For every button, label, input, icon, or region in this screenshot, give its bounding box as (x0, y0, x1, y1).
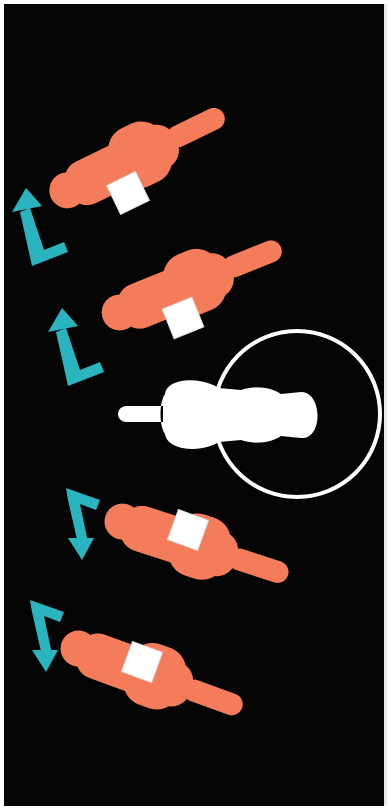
arrow-shaft (66, 488, 100, 544)
figure-group-4 (66, 486, 298, 606)
rotate-arrow-down-icon (30, 600, 64, 672)
figure-tail (163, 104, 228, 151)
arrow-shaft (30, 600, 64, 656)
figure-tail (180, 677, 246, 719)
rotate-arrow-down-icon (66, 488, 100, 560)
figure-tail (226, 546, 292, 586)
arrow-head (32, 650, 58, 672)
rotate-arrow-up-icon (48, 308, 104, 386)
figure-group-1 (12, 85, 238, 266)
figure-tail (219, 237, 285, 281)
arrow-head (48, 308, 78, 332)
arrow-shaft (56, 328, 104, 386)
arrow-head (68, 538, 94, 560)
arrow-head (12, 188, 42, 212)
figure-group-2 (48, 218, 293, 386)
figure-group-5 (30, 600, 253, 738)
arrow-shaft (20, 208, 68, 266)
